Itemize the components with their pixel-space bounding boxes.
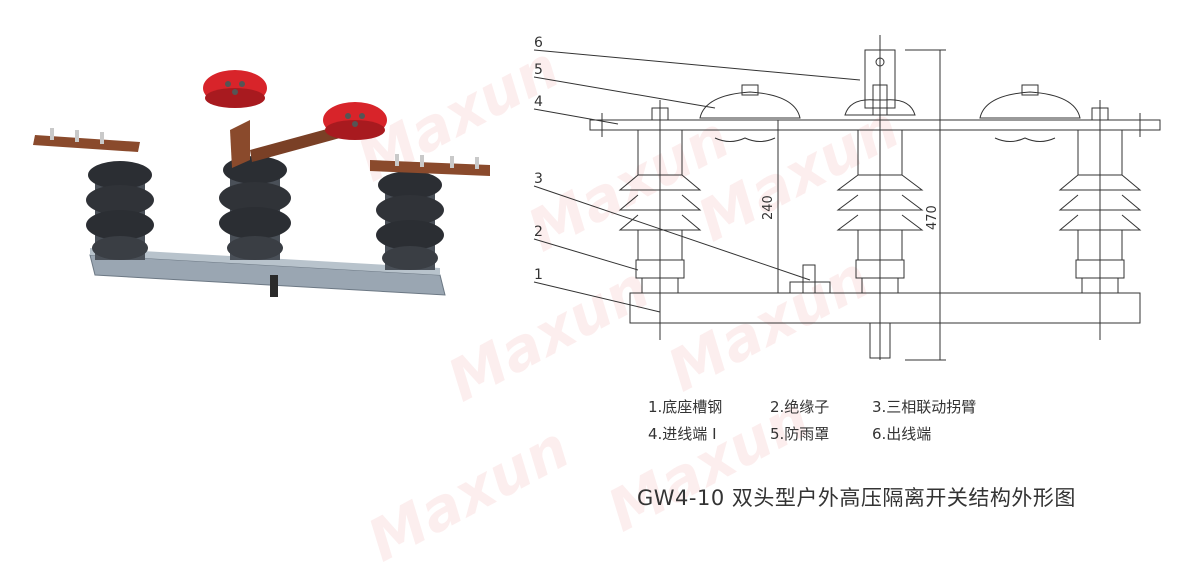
callout-4: 4 [534,94,543,110]
drawing-base-channel [629,292,1141,324]
legend-item: 5.防雨罩 [770,425,830,443]
dimension-240: 240 [761,195,776,220]
drawing-insulator-middle [836,49,924,294]
legend-item: 2.绝缘子 [770,398,830,416]
callout-3: 3 [534,171,543,187]
legend-item: 1.底座槽钢 [648,398,723,416]
product-photo [33,70,490,297]
rain-cap-left [203,70,267,108]
rain-cap-right [323,102,387,140]
legend-item: 4.进线端 I [648,425,717,443]
legend-item: 6.出线端 [872,425,932,443]
figure-caption: GW4-10 双头型户外高压隔离开关结构外形图 [637,486,1076,510]
insulator-right [376,171,444,270]
drawing-rain-cover-right [979,91,1081,119]
callout-5: 5 [534,62,543,78]
watermark: Maxun [356,413,581,575]
callout-2: 2 [534,224,543,240]
callout-1: 1 [534,267,543,283]
drawing-insulator-right [1058,107,1142,294]
insulator-middle [219,156,291,260]
technical-drawing: 6 5 4 3 2 1 [533,35,1161,361]
insulator-left [86,161,154,260]
legend-item: 3.三相联动拐臂 [872,398,977,416]
drawing-insulator-left [618,107,702,294]
dimension-470: 470 [925,205,940,230]
callout-6: 6 [534,35,543,51]
drawing-rain-cover-left [699,91,801,119]
